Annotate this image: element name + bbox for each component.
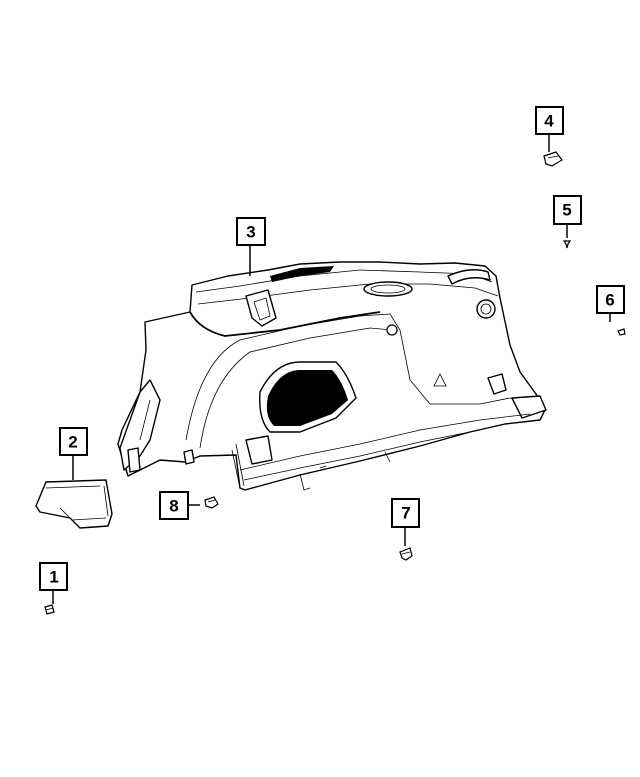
callout-label-1: 1: [49, 568, 58, 587]
callout-label-5: 5: [562, 201, 571, 220]
callout-8: 8: [159, 491, 189, 520]
clip-part-4: [543, 151, 563, 167]
trim-cover-piece: [35, 479, 113, 529]
callout-label-4: 4: [544, 112, 554, 131]
fastener-part-6: [617, 328, 626, 336]
callout-label-2: 2: [68, 433, 77, 452]
push-clip-part-7: [399, 547, 413, 561]
callout-2: 2: [59, 427, 88, 456]
quarter-trim-panel: [117, 261, 547, 491]
callout-6: 6: [596, 285, 625, 314]
callout-label-8: 8: [169, 497, 178, 516]
callout-label-6: 6: [605, 291, 614, 310]
nut-clip-part-8: [204, 496, 219, 509]
callout-7: 7: [391, 498, 420, 528]
screw-part-5: [562, 240, 572, 249]
callout-label-3: 3: [246, 223, 255, 242]
callout-5: 5: [553, 195, 582, 225]
callout-4: 4: [535, 106, 564, 135]
callout-3: 3: [236, 217, 266, 246]
clip-part-1: [44, 604, 55, 615]
callout-1: 1: [39, 562, 68, 591]
callout-label-7: 7: [401, 504, 410, 523]
